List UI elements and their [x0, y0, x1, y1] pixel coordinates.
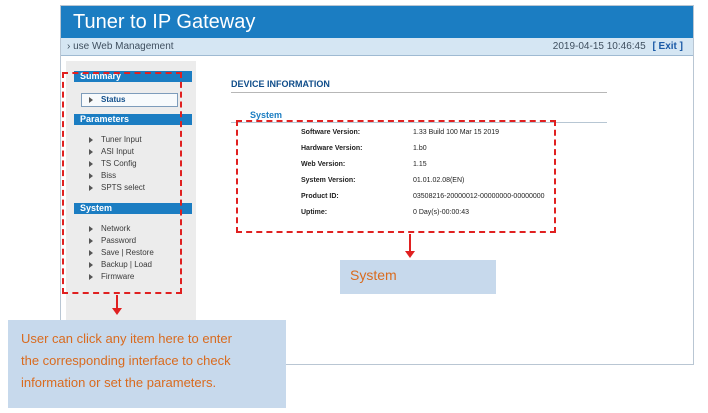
sidebar-item-save-restore[interactable]: Save | Restore: [89, 248, 154, 257]
bullet-arrow-icon: [89, 225, 93, 232]
sidebar-item-backup-load[interactable]: Backup | Load: [89, 260, 152, 269]
label-software-version: Software Version:: [301, 129, 361, 136]
bullet-arrow-icon: [89, 273, 93, 280]
page-title: DEVICE INFORMATION: [231, 79, 330, 89]
section-parameters[interactable]: Parameters: [74, 114, 192, 125]
item-label: ASI Input: [101, 147, 134, 156]
sidebar-item-asi-input[interactable]: ASI Input: [89, 147, 134, 156]
bullet-arrow-icon: [89, 184, 93, 191]
sidebar-highlight-box: [62, 72, 182, 294]
value-hardware-version: 1.b0: [413, 145, 427, 152]
sidebar-item-password[interactable]: Password: [89, 236, 136, 245]
bullet-arrow-icon: [89, 136, 93, 143]
sidebar-item-tuner-input[interactable]: Tuner Input: [89, 135, 142, 144]
item-label: Network: [101, 224, 131, 233]
status-selected-box: [81, 93, 178, 107]
label-product-id: Product ID:: [301, 193, 339, 200]
section-summary[interactable]: Summary: [74, 71, 192, 82]
bullet-arrow-icon: [89, 237, 93, 244]
sidebar: Summary Status Parameters Tuner Input AS…: [66, 61, 196, 361]
label-hardware-version: Hardware Version:: [301, 145, 363, 152]
sidebar-item-ts-config[interactable]: TS Config: [89, 159, 137, 168]
bullet-arrow-icon: [89, 249, 93, 256]
bullet-arrow-icon: [89, 172, 93, 179]
callout-line: the corresponding interface to check: [21, 353, 231, 368]
section-system[interactable]: System: [74, 203, 192, 214]
bullet-arrow-icon: [89, 160, 93, 167]
title-divider: [231, 92, 607, 93]
item-label: Firmware: [101, 272, 135, 281]
section-divider: [231, 122, 607, 123]
sub-bar: › use Web Management 2019-04-15 10:46:45…: [61, 38, 693, 56]
label-web-version: Web Version:: [301, 161, 346, 168]
label-system-version: System Version:: [301, 177, 356, 184]
item-label: TS Config: [101, 159, 137, 168]
bullet-arrow-icon: [89, 261, 93, 268]
item-label: Backup | Load: [101, 260, 153, 269]
bullet-arrow-icon: [89, 96, 93, 103]
sidebar-item-status[interactable]: Status: [89, 95, 125, 104]
sidebar-callout: User can click any item here to enter th…: [8, 320, 286, 408]
value-web-version: 1.15: [413, 161, 427, 168]
info-highlight-box: [236, 120, 556, 233]
datetime-text: 2019-04-15 10:46:45: [552, 41, 646, 52]
value-uptime: 0 Day(s)-00:00:43: [413, 209, 470, 216]
item-label: Save | Restore: [101, 248, 154, 257]
subbar-caption: › use Web Management: [67, 41, 174, 52]
arrow-down-icon: [112, 295, 122, 315]
callout-line: User can click any item here to enter: [21, 331, 232, 346]
item-label: Status: [101, 95, 126, 104]
app-title: Tuner to IP Gateway: [73, 11, 256, 33]
datetime-area: 2019-04-15 10:46:45 [ Exit ]: [553, 41, 683, 52]
item-label: Password: [101, 236, 137, 245]
sidebar-item-biss[interactable]: Biss: [89, 171, 116, 180]
callout-line: information or set the parameters.: [21, 375, 217, 390]
bullet-arrow-icon: [89, 148, 93, 155]
item-label: Tuner Input: [101, 135, 142, 144]
value-system-version: 01.01.02.08(EN): [413, 177, 465, 184]
label-uptime: Uptime:: [301, 209, 328, 216]
browser-frame: Tuner to IP Gateway › use Web Management…: [60, 5, 694, 365]
exit-link[interactable]: [ Exit ]: [652, 41, 683, 52]
item-label: SPTS select: [101, 183, 146, 192]
value-product-id: 03508216-20000012-00000000-00000000: [413, 193, 545, 200]
section-title: System: [250, 110, 283, 120]
arrow-down-icon: [405, 234, 415, 258]
item-label: Biss: [101, 171, 117, 180]
sidebar-item-network[interactable]: Network: [89, 224, 130, 233]
system-callout: System: [340, 260, 496, 294]
sidebar-item-spts-select[interactable]: SPTS select: [89, 183, 145, 192]
value-software-version: 1.33 Build 100 Mar 15 2019: [413, 129, 500, 136]
header-bar: Tuner to IP Gateway: [61, 6, 693, 38]
sidebar-item-firmware[interactable]: Firmware: [89, 272, 134, 281]
